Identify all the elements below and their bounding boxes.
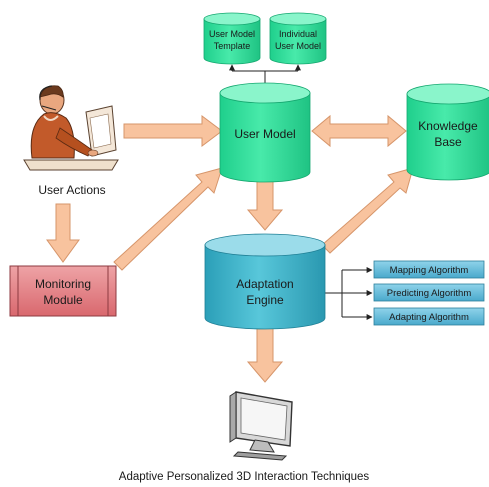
arrow-user-actions-to-monitoring — [46, 203, 80, 263]
arrow-user-model-to-engine — [246, 179, 284, 231]
monitoring-module-line-2: Module — [43, 293, 83, 307]
user-model-template-line-2: Template — [214, 41, 251, 51]
arrow-monitoring-to-user-model — [113, 167, 223, 271]
monitoring-module-line-1: Monitoring — [35, 277, 91, 291]
monitor-icon — [229, 391, 293, 461]
adapting-algorithm-box: Adapting Algorithm — [373, 307, 485, 326]
algorithm-list: Mapping Algorithm Predicting Algorithm A… — [373, 260, 485, 326]
person-at-computer-icon — [23, 85, 119, 171]
flow-arrows — [46, 114, 414, 383]
monitoring-module-box: Monitoring Module — [9, 265, 117, 317]
knowledge-base-cylinder: Knowledge Base — [406, 83, 489, 181]
knowledge-base-line-2: Base — [434, 135, 462, 149]
mapping-algorithm-label: Mapping Algorithm — [390, 265, 469, 276]
arrow-user-model-knowledge-base — [311, 114, 407, 148]
individual-user-model-line-1: Individual — [279, 29, 317, 39]
user-model-cylinder: User Model — [219, 82, 311, 183]
adaptation-engine-line-2: Engine — [246, 293, 284, 307]
user-model-label: User Model — [234, 127, 295, 141]
knowledge-base-line-1: Knowledge — [418, 119, 478, 133]
user-actions-label: User Actions — [38, 183, 105, 197]
predicting-algorithm-label: Predicting Algorithm — [387, 288, 472, 299]
arrow-engine-to-display — [246, 324, 284, 383]
adapting-algorithm-label: Adapting Algorithm — [389, 312, 469, 323]
adaptation-engine-line-1: Adaptation — [236, 277, 293, 291]
diagram-caption: Adaptive Personalized 3D Interaction Tec… — [119, 471, 370, 483]
arrow-user-actions-to-user-model — [123, 115, 223, 147]
arrow-engine-to-knowledge-base — [321, 167, 414, 254]
mapping-algorithm-box: Mapping Algorithm — [373, 260, 485, 279]
user-model-template-cylinder: User Model Template — [203, 12, 261, 65]
individual-user-model-cylinder: Individual User Model — [269, 12, 327, 65]
predicting-algorithm-box: Predicting Algorithm — [373, 283, 485, 302]
user-model-template-line-1: User Model — [209, 29, 255, 39]
adaptation-engine-cylinder: Adaptation Engine — [204, 233, 326, 330]
individual-user-model-line-2: User Model — [275, 41, 321, 51]
